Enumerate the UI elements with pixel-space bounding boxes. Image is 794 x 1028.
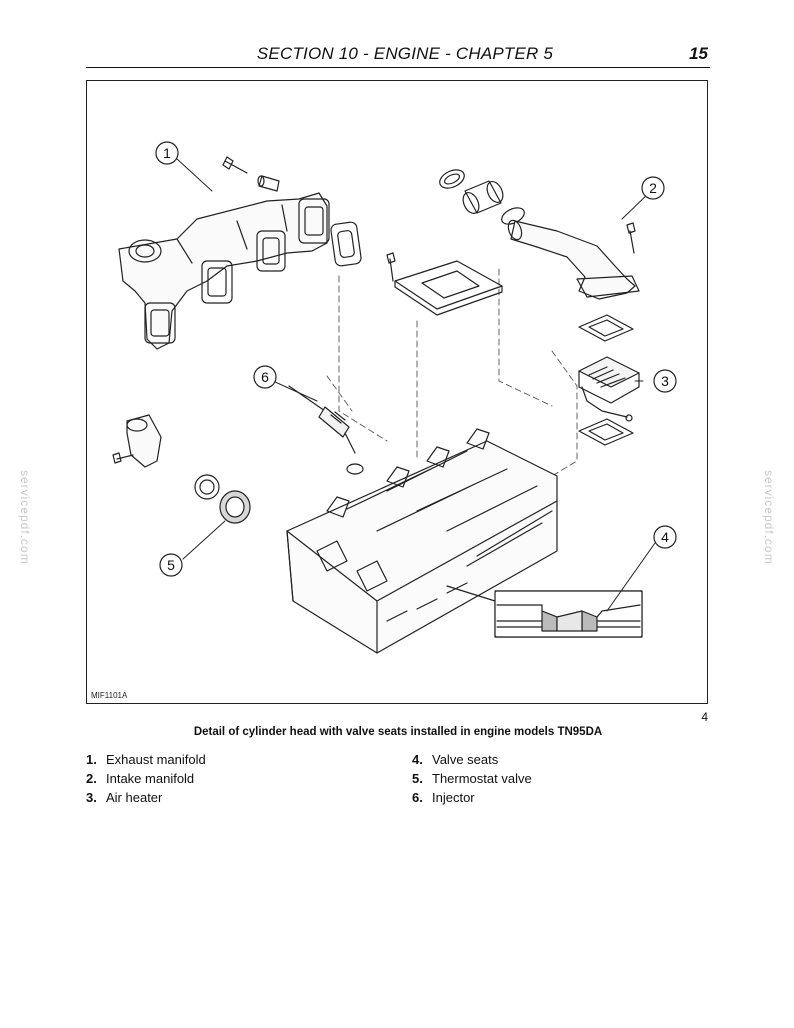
- callout-3: 3: [653, 369, 677, 393]
- svg-text:3: 3: [661, 373, 669, 389]
- svg-text:4: 4: [661, 529, 669, 545]
- legend-item: 6.Injector: [412, 790, 475, 805]
- cylinder-head-drawing-body: [286, 428, 643, 654]
- svg-text:5: 5: [167, 557, 175, 573]
- svg-text:1: 1: [163, 145, 171, 161]
- callout-6: 6: [253, 365, 277, 389]
- svg-text:6: 6: [261, 369, 269, 385]
- thermostat-valve-drawing: [112, 414, 251, 524]
- legend-item: 1.Exhaust manifold: [86, 752, 206, 767]
- watermark-left: servicepdf.com: [18, 470, 32, 565]
- legend-item: 2.Intake manifold: [86, 771, 195, 786]
- legend-item: 4.Valve seats: [412, 752, 499, 767]
- section-title: SECTION 10 - ENGINE - CHAPTER 5: [256, 44, 554, 63]
- air-heater-drawing: [578, 314, 640, 446]
- figure-number: 4: [701, 710, 708, 724]
- legend-item: 5.Thermostat valve: [412, 771, 532, 786]
- legend-item: 3.Air heater: [86, 790, 163, 805]
- injector-drawing: [288, 385, 364, 475]
- watermark-right: servicepdf.com: [762, 470, 776, 565]
- exploded-view-figure: 1 2 3 4 5 6 MIF1101A: [86, 80, 708, 704]
- legend-list-right: 4.Valve seats 5.Thermostat valve 6.Injec…: [412, 750, 532, 807]
- figure-code: MIF1101A: [91, 691, 128, 700]
- header-divider: [86, 67, 710, 68]
- hose-clamps-drawing: [439, 169, 525, 225]
- assembly-guide-lines: [326, 268, 578, 477]
- callout-5: 5: [159, 553, 183, 577]
- svg-text:2: 2: [649, 180, 657, 196]
- page-number: 15: [689, 44, 708, 63]
- callout-2: 2: [641, 176, 665, 200]
- exhaust-manifold-drawing: [118, 156, 362, 350]
- callout-1: 1: [155, 141, 179, 165]
- callout-4: 4: [653, 525, 677, 549]
- callout-leaders: [176, 158, 656, 612]
- figure-caption: Detail of cylinder head with valve seats…: [193, 726, 603, 738]
- intake-manifold-drawing: [386, 219, 640, 316]
- cylinder-head-drawing: 1 2 3 4 5 6: [112, 141, 677, 654]
- legend-list-left: 1.Exhaust manifold 2.Intake manifold 3.A…: [86, 750, 206, 807]
